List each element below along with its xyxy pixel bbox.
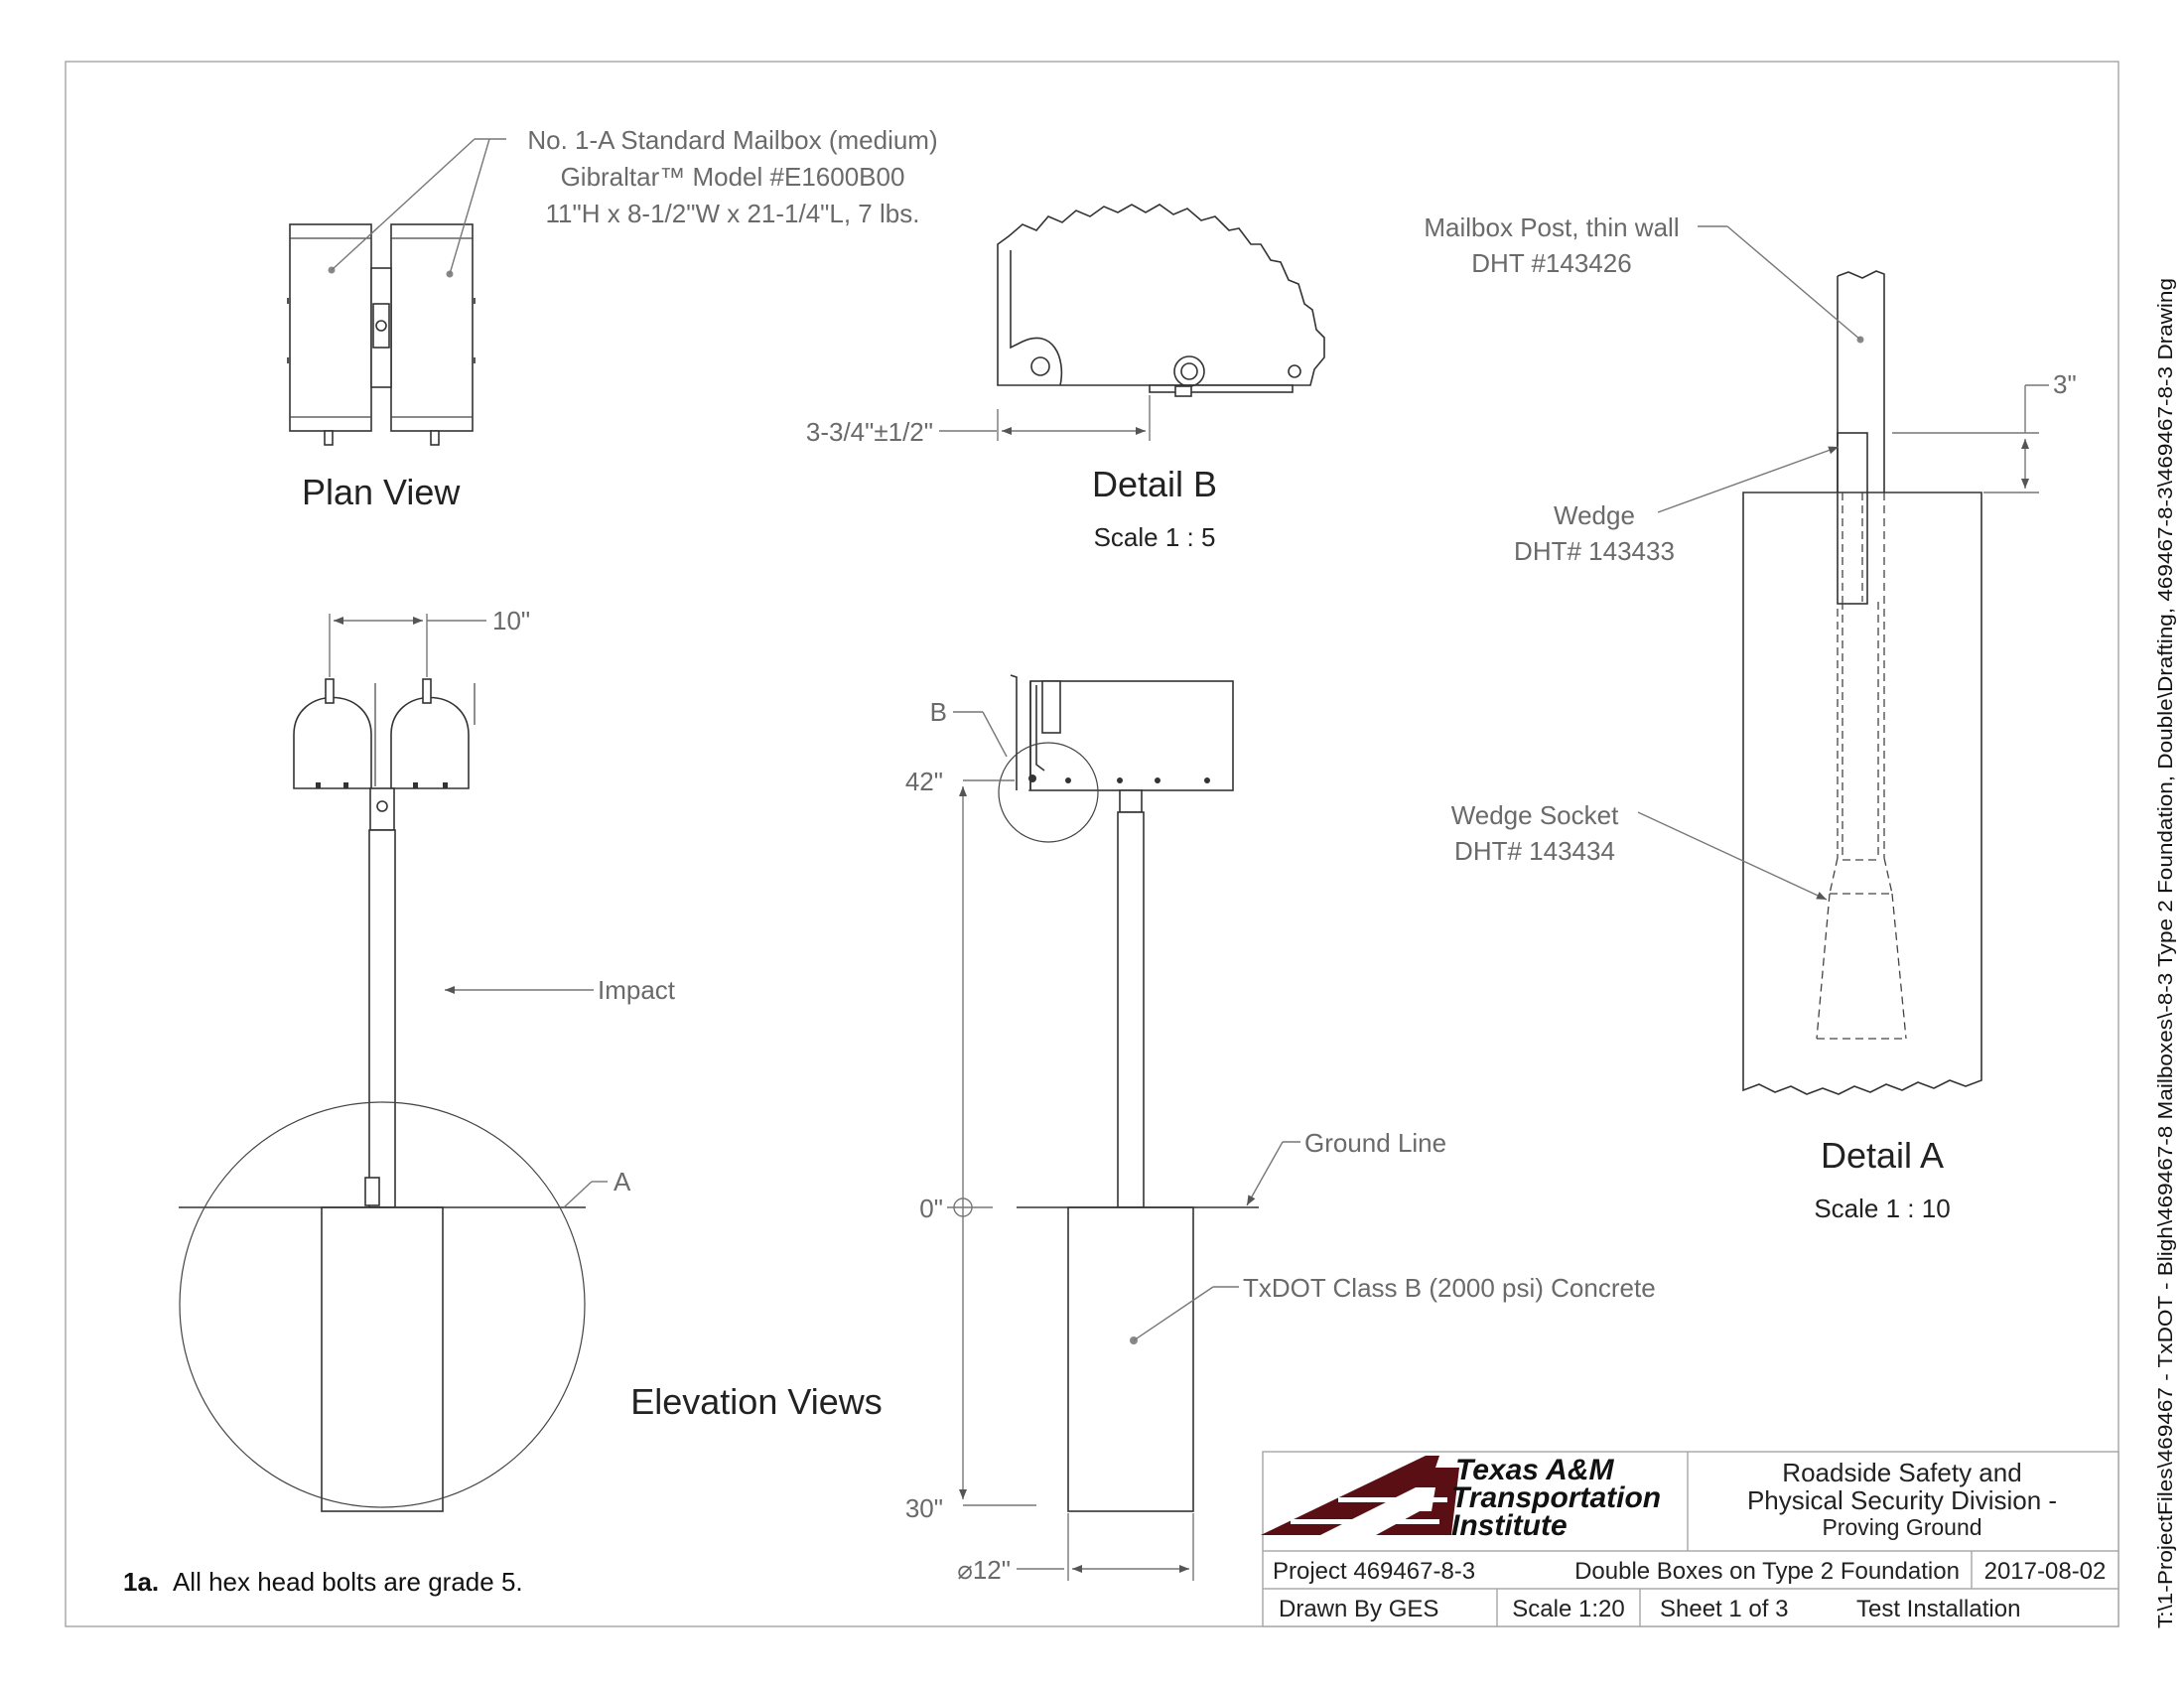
division-line3: Proving Ground bbox=[1822, 1514, 1981, 1540]
tb-description: Double Boxes on Type 2 Foundation bbox=[1574, 1558, 1960, 1585]
note: 1a. All hex head bolts are grade 5. bbox=[123, 1567, 523, 1597]
detail-a-dimension bbox=[1892, 384, 2049, 493]
wedge-callout-line1: Wedge bbox=[1554, 500, 1635, 530]
diameter-value: 12" bbox=[973, 1555, 1011, 1585]
impact-label: Impact bbox=[598, 975, 676, 1005]
logo-line3: Institute bbox=[1451, 1509, 1568, 1542]
mailbox-callout-line1: No. 1-A Standard Mailbox (medium) bbox=[527, 125, 937, 155]
tb-status: Test Installation bbox=[1856, 1596, 2020, 1622]
detail-a-drawing bbox=[1742, 270, 1982, 1095]
elevation-views-title: Elevation Views bbox=[630, 1381, 882, 1422]
concrete-label: TxDOT Class B (2000 psi) Concrete bbox=[1243, 1273, 1656, 1303]
detail-b-drawing bbox=[997, 204, 1325, 397]
detail-b-scale: Scale 1 : 5 bbox=[1094, 522, 1216, 552]
detail-a-scale: Scale 1 : 10 bbox=[1814, 1194, 1950, 1223]
diameter-dim: ⌀12" bbox=[957, 1555, 1011, 1585]
sheet-border bbox=[65, 61, 2119, 1627]
tb-drawn-by: Drawn By GES bbox=[1279, 1596, 1438, 1622]
height-ground-dim: 0" bbox=[919, 1194, 943, 1223]
post-callout-line2: DHT #143426 bbox=[1471, 248, 1631, 278]
plan-view-drawing bbox=[287, 223, 476, 446]
note-text: All hex head bolts are grade 5. bbox=[173, 1567, 523, 1597]
ground-line-leader bbox=[1246, 1141, 1284, 1206]
diameter-symbol: ⌀ bbox=[957, 1555, 973, 1585]
ground-line-label: Ground Line bbox=[1304, 1128, 1446, 1158]
front-elevation-drawing bbox=[179, 678, 586, 1512]
note-number: 1a. bbox=[123, 1567, 159, 1597]
detail-b-offset-dim: 3-3/4"±1/2" bbox=[806, 417, 933, 447]
plan-view-title: Plan View bbox=[302, 472, 461, 512]
tb-project: Project 469467-8-3 bbox=[1273, 1558, 1475, 1585]
detail-a-marker: A bbox=[614, 1167, 631, 1196]
division-line2: Physical Security Division - bbox=[1747, 1485, 2057, 1515]
detail-b-marker: B bbox=[930, 697, 947, 727]
height-top-dim: 42" bbox=[905, 767, 943, 796]
socket-callout-line1: Wedge Socket bbox=[1451, 800, 1619, 830]
logo-line2: Transportation bbox=[1451, 1481, 1661, 1514]
logo-line1: Texas A&M bbox=[1455, 1454, 1615, 1486]
depth-dim: 30" bbox=[905, 1493, 943, 1523]
detail-b-dimension bbox=[939, 395, 1151, 441]
mailbox-callout-leader bbox=[331, 138, 506, 275]
box-spacing-dimension bbox=[329, 614, 486, 677]
division-line1: Roadside Safety and bbox=[1782, 1458, 2021, 1487]
tb-scale: Scale 1:20 bbox=[1512, 1596, 1624, 1622]
mailbox-callout-line3: 11"H x 8-1/2"W x 21-1/4"L, 7 lbs. bbox=[546, 199, 920, 228]
tb-sheet: Sheet 1 of 3 bbox=[1660, 1596, 1788, 1622]
post-callout-leader bbox=[1726, 225, 1861, 341]
socket-callout-line2: DHT# 143434 bbox=[1454, 836, 1615, 866]
side-elevation-drawing bbox=[998, 674, 1259, 1512]
wedge-top-dim: 3" bbox=[2053, 369, 2077, 399]
mailbox-callout-line2: Gibraltar™ Model #E1600B00 bbox=[561, 162, 905, 192]
wedge-callout-leader bbox=[1657, 446, 1840, 513]
height-dimension bbox=[947, 779, 1036, 1506]
detail-a-leader bbox=[563, 1181, 593, 1208]
detail-b-title: Detail B bbox=[1092, 464, 1217, 504]
diameter-dimension bbox=[1017, 1513, 1194, 1581]
tti-logo bbox=[1261, 1456, 1459, 1535]
file-path: T:\1-ProjectFiles\469467 - TxDOT - Bligh… bbox=[2154, 278, 2177, 1628]
detail-a-title: Detail A bbox=[1821, 1135, 1944, 1176]
wedge-callout-line2: DHT# 143433 bbox=[1514, 536, 1675, 566]
tb-date: 2017-08-02 bbox=[1984, 1558, 2107, 1585]
concrete-leader bbox=[1133, 1286, 1214, 1341]
box-spacing-dim: 10" bbox=[492, 606, 530, 635]
post-callout-line1: Mailbox Post, thin wall bbox=[1424, 212, 1679, 242]
socket-callout-leader bbox=[1637, 811, 1828, 901]
